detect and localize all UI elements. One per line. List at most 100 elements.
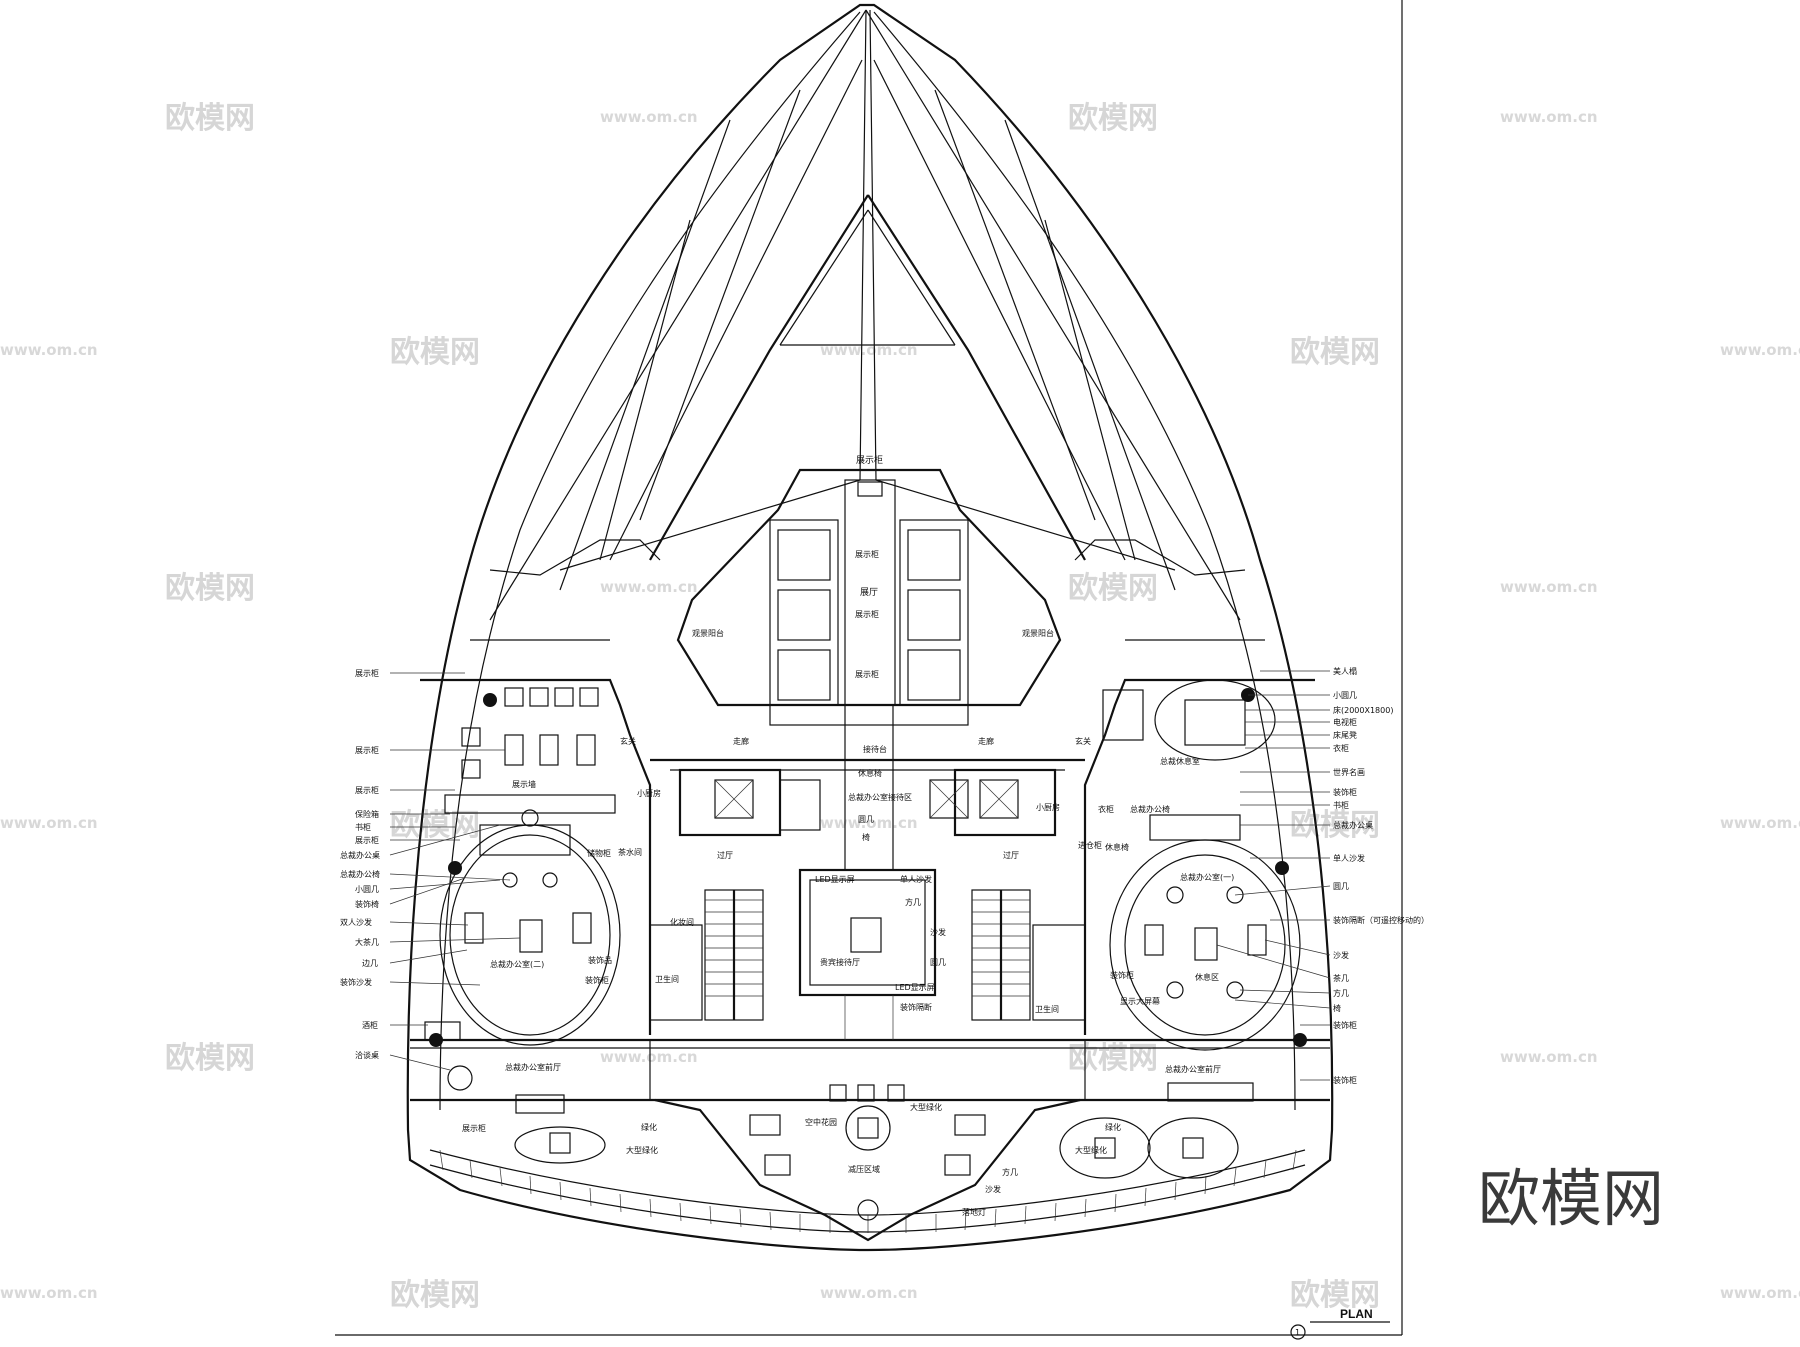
plan-number: 1 (1295, 1328, 1300, 1337)
label-rest-chair: 休息椅 (858, 768, 882, 778)
label-gm-rest-room: 总裁休息室 (1160, 756, 1200, 766)
interior-walls (410, 678, 1330, 1100)
label-pantry: 茶水间 (618, 847, 642, 857)
brand-watermark: 欧模网 (1478, 1162, 1664, 1235)
callout-label: 床尾凳 (1333, 730, 1357, 740)
watermark-logo: 欧模网 (1290, 335, 1380, 370)
label-elevator-hall-left: 走廊 (733, 736, 749, 746)
watermark-url: www.om.cn (0, 1284, 98, 1302)
label-elevator-hall-right: 走廊 (978, 736, 994, 746)
label-sky-garden: 空中花园 (805, 1117, 837, 1127)
callout-label: 圆几 (1333, 882, 1349, 891)
label-reception-desk: 接待台 (863, 744, 887, 754)
watermark-logo: 欧模网 (1068, 571, 1158, 606)
label-sofa-bottom: 沙发 (985, 1184, 1001, 1194)
label-gm-office-2: 总裁办公室(二) (490, 959, 544, 969)
label-display-cabinet: 展示柜 (855, 669, 879, 679)
watermark-url: www.om.cn (820, 1284, 918, 1302)
label-square-table-bottom: 方几 (1002, 1167, 1018, 1177)
office-1-layout (429, 679, 1307, 1179)
label-corridor-left: 过厅 (717, 850, 733, 860)
watermark-url: www.om.cn (0, 814, 98, 832)
label-round-table: 圆几 (930, 958, 946, 967)
watermark-url: www.om.cn (1720, 1284, 1800, 1302)
watermark-url: www.om.cn (1500, 578, 1598, 596)
label-large-green-left: 大型绿化 (626, 1145, 658, 1155)
label-makeup-room: 化妆间 (670, 917, 694, 927)
watermark-logo: 欧模网 (390, 1278, 480, 1313)
exhibition-hall-block (676, 468, 1062, 726)
callout-label: 总裁办公桌 (1333, 820, 1373, 830)
callout-label: 双人沙发 (340, 917, 372, 927)
watermark-logo: 欧模网 (165, 571, 255, 606)
callout-label: 小圆几 (355, 885, 379, 894)
callout-label: 美人榻 (1333, 666, 1357, 676)
label-green-left: 绿化 (641, 1122, 657, 1132)
label-entrance-right: 玄关 (1075, 736, 1091, 746)
callout-label: 装饰椅 (355, 899, 379, 909)
label-deco-partition: 装饰隔断 (900, 1002, 932, 1012)
label-big-screen: 显示大屏幕 (1120, 996, 1160, 1006)
sky-garden-layout (654, 1084, 1081, 1242)
callout-label: 酒柜 (362, 1020, 378, 1030)
label-small-kitchen-right: 小厨房 (1036, 802, 1060, 812)
label-large-green-top: 大型绿化 (910, 1102, 942, 1112)
label-deco-cabinet: 装饰柜 (585, 975, 609, 985)
callout-label: 床(2000X1800) (1333, 705, 1393, 715)
label-rest-area: 休息区 (1195, 972, 1219, 982)
column-marker (429, 1033, 443, 1047)
label-gm-lobby-left: 总裁办公室前厅 (505, 1062, 561, 1072)
column-marker (448, 861, 462, 875)
left-callouts: 展示柜 展示柜 展示柜 保险箱 书柜 展示柜 总裁办公桌 总裁办公椅 小圆几 装… (340, 668, 521, 1071)
callout-label: 衣柜 (1333, 743, 1349, 753)
callout-label: 展示柜 (355, 668, 379, 678)
label-display-wall: 展示墙 (512, 779, 536, 789)
callout-label: 展示柜 (355, 785, 379, 795)
callout-label: 单人沙发 (1333, 853, 1365, 863)
label-deco-shelf: 装饰品 (588, 955, 612, 965)
callout-label: 总裁办公桌 (340, 850, 380, 860)
label-small-kitchen: 小厨房 (637, 788, 661, 798)
callout-label: 椅 (1333, 1003, 1341, 1013)
label-wc-right: 卫生间 (1035, 1004, 1059, 1014)
column-marker (483, 693, 497, 707)
callout-label: 装饰柜 (1333, 1020, 1357, 1030)
watermark-url: www.om.cn (1720, 814, 1800, 832)
label-chair-center: 椅 (862, 832, 870, 842)
label-vip-reception: 贵宾接待厅 (820, 957, 860, 967)
callout-label: 装饰沙发 (340, 977, 372, 987)
label-storage-cabinet: 储物柜 (587, 848, 611, 858)
callout-label: 展示柜 (355, 745, 379, 755)
label-green-right: 绿化 (1105, 1122, 1121, 1132)
roof-sail-panels (470, 9, 1265, 641)
right-callouts: 美人榻 小圆几 床(2000X1800) 电视柜 床尾凳 衣柜 世界名画 装饰柜… (1216, 666, 1429, 1085)
watermark-url: www.om.cn (600, 1048, 698, 1066)
label-single-sofa: 单人沙发 (900, 874, 932, 884)
label-view-balcony-right: 观景阳台 (1022, 628, 1054, 638)
label-gm-chair-right: 总裁办公椅 (1130, 804, 1170, 814)
label-deco-cabinet-right: 装饰柜 (1110, 970, 1134, 980)
label-floor-lamp: 落地灯 (962, 1207, 986, 1217)
watermark-logo: 欧模网 (1068, 101, 1158, 136)
callout-label: 书柜 (355, 822, 371, 832)
callout-label: 装饰柜 (1333, 1075, 1357, 1085)
label-display-cabinet-top: 展示柜 (856, 454, 883, 466)
plan-labels: 展示柜 展厅 展示柜 展示柜 展示柜 观景阳台 观景阳台 玄关 玄关 走廊 走廊… (462, 454, 1234, 1217)
callout-label: 大茶几 (355, 937, 379, 947)
callout-label: 展示柜 (355, 835, 379, 845)
callout-label: 世界名画 (1333, 767, 1365, 777)
plan-title: PLAN (1340, 1307, 1373, 1321)
facade-mullions (439, 1149, 1297, 1233)
label-wardrobe-right: 衣柜 (1098, 804, 1114, 814)
callout-label: 沙发 (1333, 950, 1349, 960)
callout-label: 保险箱 (355, 809, 379, 819)
label-display-bottom: 展示柜 (462, 1123, 486, 1133)
label-gm-office-1: 总裁办公室(一) (1180, 872, 1234, 882)
callout-label: 书柜 (1333, 800, 1349, 810)
label-view-balcony-left: 观景阳台 (692, 628, 724, 638)
label-display-cabinet: 展示柜 (855, 609, 879, 619)
column-marker (1275, 861, 1289, 875)
watermark-logo: 欧模网 (1068, 1041, 1158, 1076)
label-led-display: LED显示屏 (895, 983, 935, 992)
